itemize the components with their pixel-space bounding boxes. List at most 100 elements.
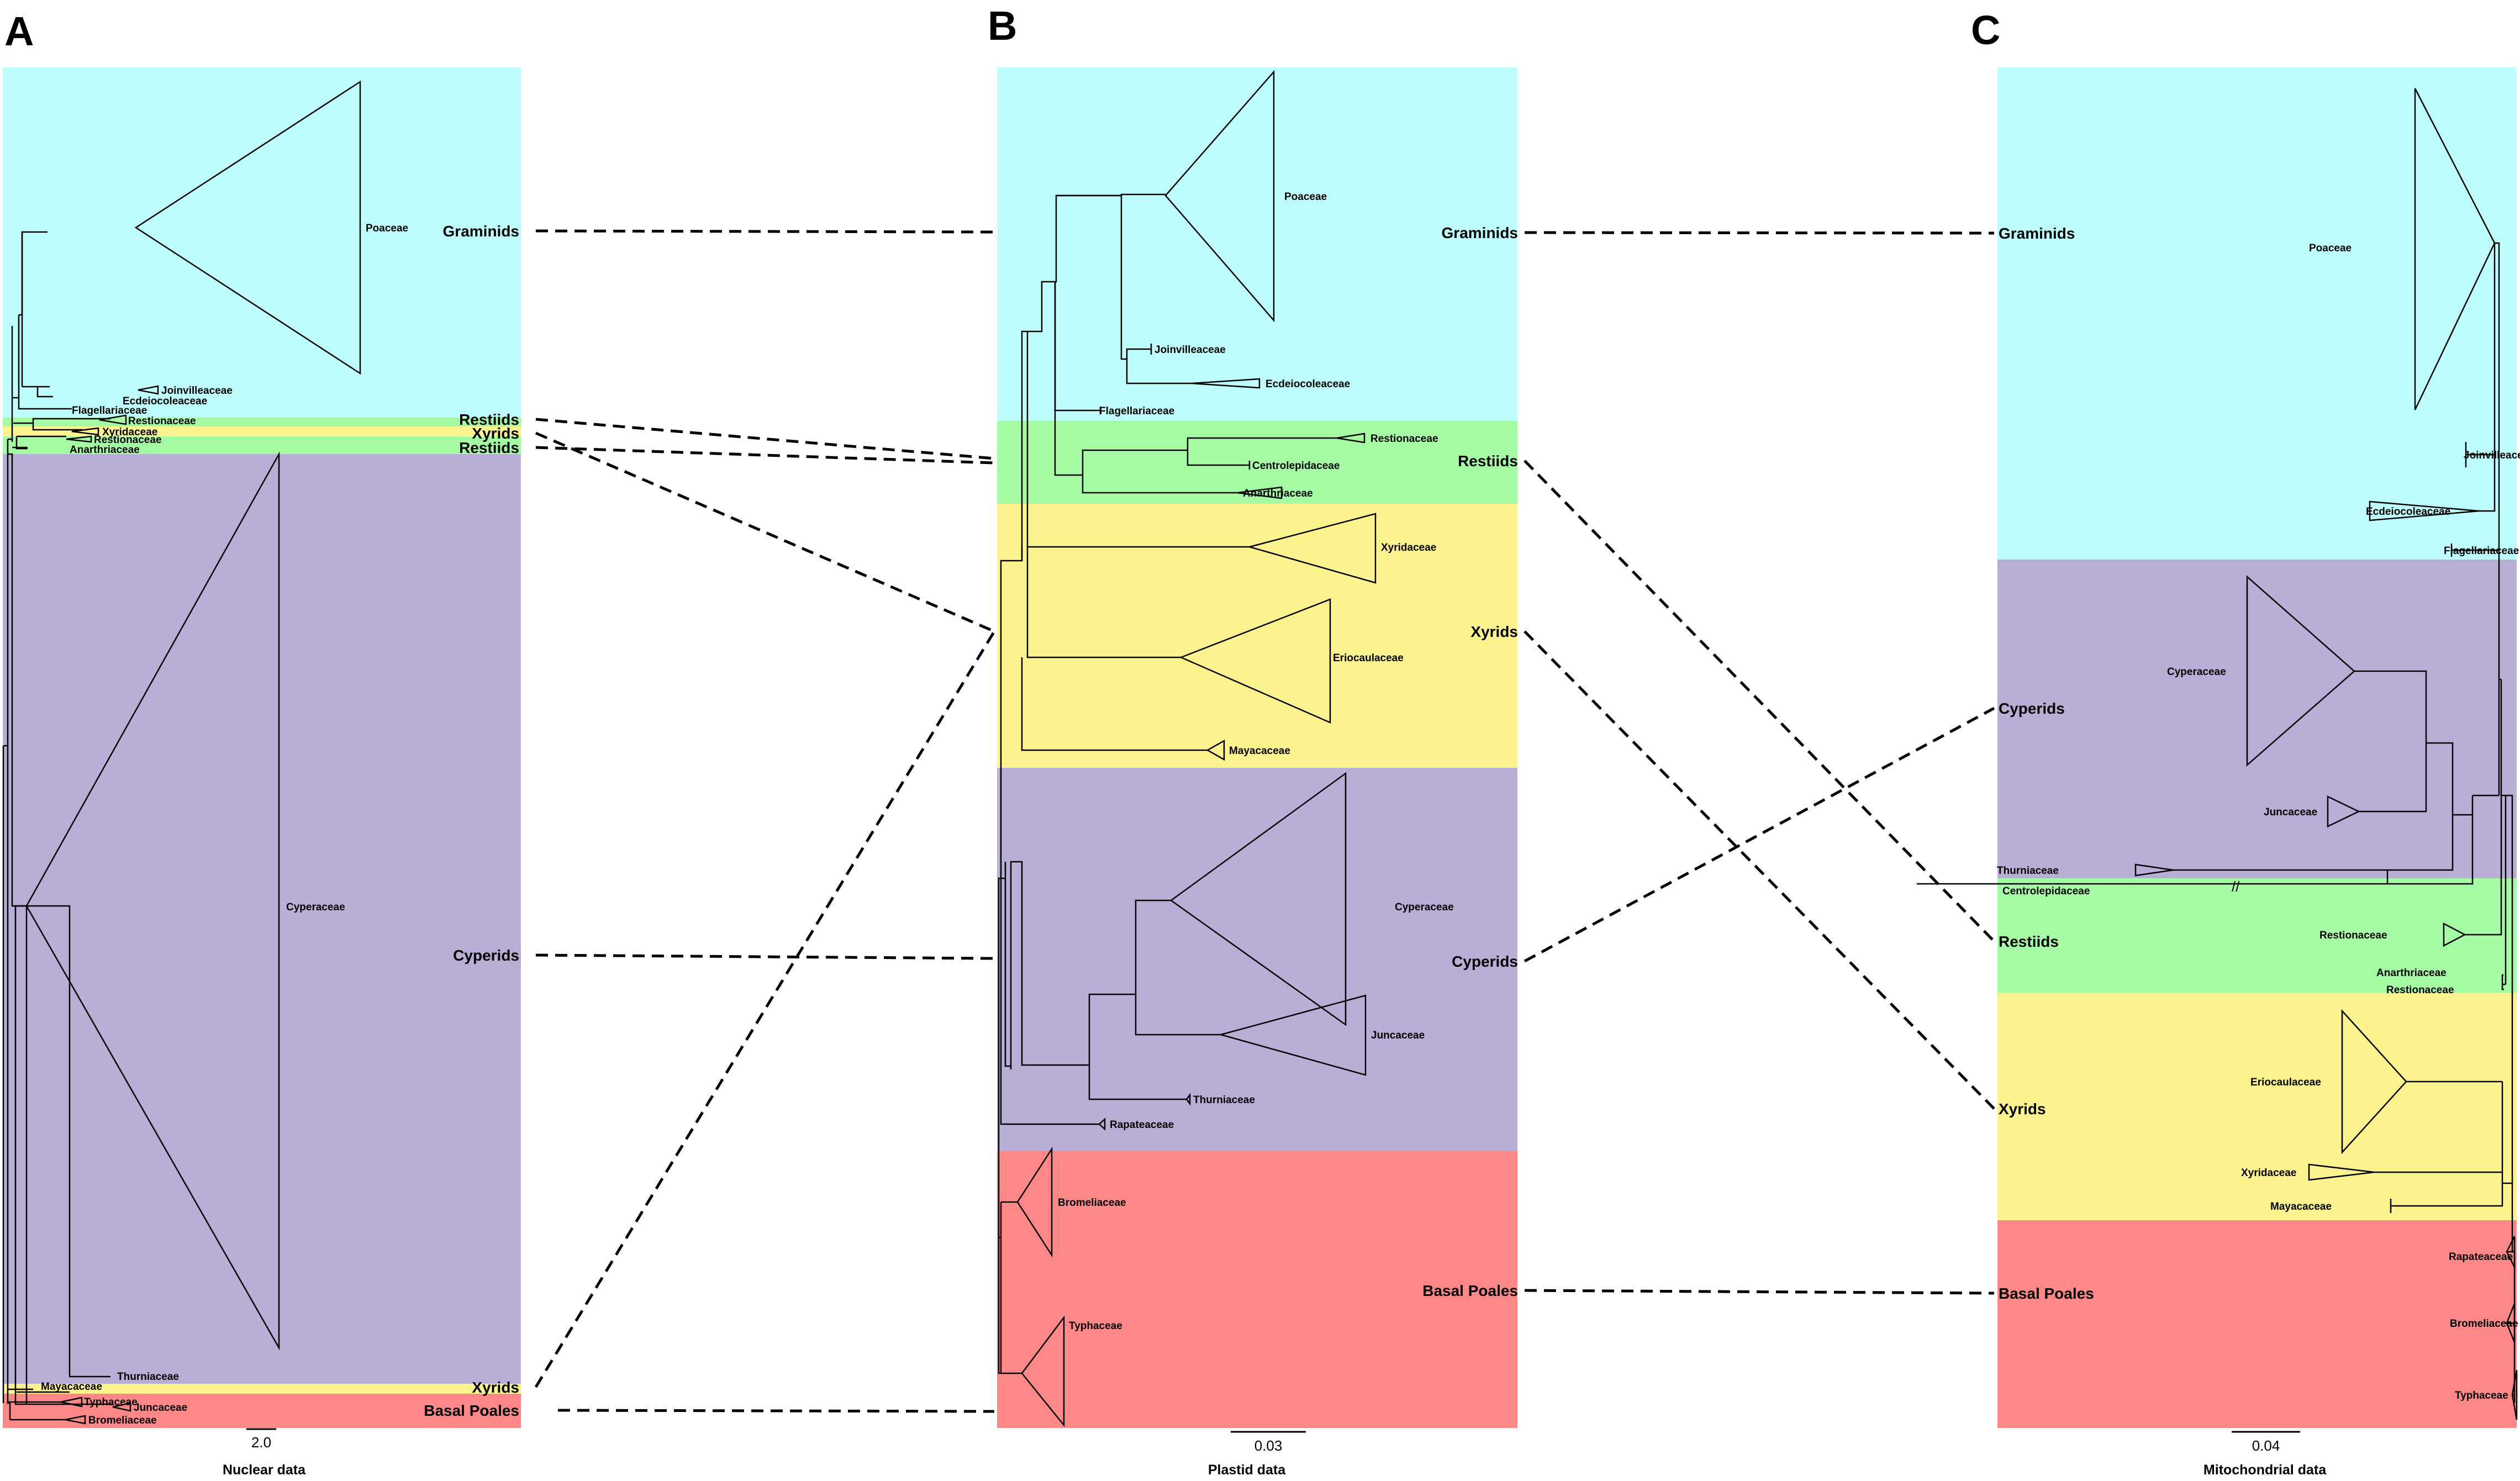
- band-restiids: [1997, 878, 2517, 993]
- clade-triangle: [1164, 70, 1275, 323]
- tree-branch: [13, 418, 110, 450]
- tree-branch: [1000, 861, 1099, 1125]
- taxon-label-typhaceae: Typhaceae: [1069, 1320, 1122, 1332]
- clade-triangle: [2506, 1303, 2516, 1343]
- group-label-basal-poales: Basal Poales: [1999, 1285, 2094, 1302]
- tree-branch: [2507, 1183, 2516, 1403]
- clade-triangle: [1336, 433, 1366, 444]
- long-branch-mark: //: [2232, 878, 2240, 895]
- taxon-label-thurniaceae: Thurniaceae: [1997, 865, 2059, 877]
- taxon-label-ecdeiocoleaceae: Ecdeiocoleaceae: [2366, 506, 2450, 518]
- group-label-xyrids: Xyrids: [472, 425, 519, 442]
- panel-b-taxa: PoaceaeJoinvilleaceaeEcdeiocoleaceaeFlag…: [1058, 191, 1454, 1332]
- clade-triangle: [2414, 88, 2496, 410]
- tree-branch: [2472, 575, 2501, 797]
- panel-c-tree: //: [1917, 88, 2518, 1420]
- band-cyperids: [1997, 560, 2517, 878]
- panel-c-taxa: PoaceaeJoinvilleaceaeEcdeiocoleaceaeFlag…: [1997, 243, 2520, 1401]
- group-label-xyrids: Xyrids: [1470, 623, 1518, 640]
- group-label-graminids: Graminids: [1999, 225, 2075, 242]
- taxon-label-eriocaulaceae: Eriocaulaceae: [1333, 652, 1404, 664]
- tree-branch: [2, 439, 11, 1420]
- panel-a-title: Nuclear data: [223, 1462, 306, 1478]
- link-restiids-a-b: [535, 418, 995, 460]
- taxon-label-cyperaceae: Cyperaceae: [1395, 902, 1454, 913]
- tree-branch: [8, 1388, 65, 1421]
- taxon-label-restionaceae: Restionaceae: [128, 415, 196, 427]
- taxon-label-thurniaceae: Thurniaceae: [117, 1371, 179, 1383]
- taxon-label-bromeliaceae: Bromeliaceae: [2450, 1318, 2518, 1330]
- clade-triangle: [1098, 1118, 1106, 1131]
- group-label-xyrids: Xyrids: [1999, 1100, 2046, 1118]
- clade-triangle: [1206, 739, 1225, 761]
- clade-triangle: [1016, 1146, 1053, 1258]
- taxon-label-anarthriaceae: Anarthriaceae: [70, 444, 140, 456]
- scalebar-label: 0.03: [1254, 1437, 1283, 1454]
- tree-branch: [998, 877, 1022, 1374]
- clade-triangle: [2443, 922, 2466, 947]
- panel-b-bands: [997, 67, 1517, 1428]
- band-xyrids: [997, 504, 1517, 768]
- clade-triangle: [2327, 795, 2360, 828]
- group-label-basal-poales: Basal Poales: [424, 1402, 519, 1419]
- taxon-label-juncaceae: Juncaceae: [2264, 807, 2317, 818]
- band-graminids: [997, 67, 1517, 421]
- group-label-restiids: Restiids: [1999, 933, 2059, 950]
- tree-branch: [2465, 679, 2506, 936]
- group-label-restiids: Restiids: [459, 411, 519, 428]
- clade-triangle: [99, 414, 127, 425]
- panel-c-scalebar: 0.04: [2232, 1431, 2300, 1454]
- taxon-label-joinvilleaceae: Joinvilleaceae: [2464, 450, 2520, 461]
- clade-triangle: [1021, 1315, 1065, 1427]
- panel-c-letter: C: [1971, 7, 2000, 53]
- clade-triangle: [1179, 598, 1331, 724]
- clade-triangle: [2506, 1236, 2516, 1268]
- taxon-label-flagellariaceae: Flagellariaceae: [72, 405, 147, 417]
- tree-branch: [1000, 330, 1250, 878]
- taxon-label-mayacaceae: Mayacaceae: [41, 1381, 102, 1393]
- taxon-label-xyridaceae: Xyridaceae: [2241, 1167, 2296, 1179]
- link-xyrids2-a-b: [534, 630, 996, 1388]
- taxon-label-restionaceae: Restionaceae: [1370, 433, 1438, 445]
- band-restiids: [3, 418, 521, 426]
- clade-triangle: [25, 451, 280, 1351]
- clade-triangle: [65, 1415, 86, 1425]
- clade-triangle: [1169, 772, 1347, 1026]
- taxon-label-typhaceae: Typhaceae: [2455, 1390, 2508, 1401]
- taxon-label-rapateaceae: Rapateaceae: [2449, 1251, 2513, 1263]
- tree-branch: [2452, 242, 2500, 575]
- taxon-label-joinvilleaceae: Joinvilleaceae: [161, 385, 233, 397]
- panel-b-tree: [998, 70, 1377, 1427]
- clade-triangle: [138, 385, 159, 395]
- taxon-label-xyridaceae: Xyridaceae: [102, 426, 157, 438]
- tree-branch: [1010, 899, 1221, 1100]
- taxon-label-rapateaceae: Rapateaceae: [1110, 1119, 1174, 1131]
- link-basal-b-c: [1524, 1289, 1995, 1295]
- link-basal-a-b: [557, 1409, 995, 1413]
- scalebar-label: 0.04: [2252, 1437, 2280, 1454]
- panel-c-bands: [1997, 67, 2517, 1428]
- band-graminids: [1997, 67, 2517, 560]
- group-label-restiids: Restiids: [459, 439, 519, 456]
- taxon-label-cyperaceae: Cyperaceae: [286, 902, 345, 913]
- clade-triangle: [1192, 378, 1261, 389]
- band-xyrids: [1997, 993, 2517, 1220]
- clade-triangle: [2511, 1369, 2518, 1420]
- scalebar-label: 2.0: [251, 1434, 271, 1451]
- taxon-label-bromeliaceae: Bromeliaceae: [88, 1415, 157, 1426]
- band-basal-poales: [997, 1151, 1517, 1428]
- link-cyperids-a-b: [535, 953, 995, 960]
- clade-triangle: [2308, 1163, 2375, 1181]
- link-graminids-a-b: [535, 229, 995, 234]
- panel-a-scalebar: 2.0: [246, 1428, 276, 1451]
- link-xyrids-a-b: [535, 431, 995, 633]
- band-cyperids: [997, 768, 1517, 1151]
- clade-triangle: [1247, 513, 1377, 584]
- taxon-label-bromeliaceae: Bromeliaceae: [1058, 1197, 1126, 1209]
- group-label-graminids: Graminids: [1442, 224, 1518, 241]
- taxon-label-xyridaceae: Xyridaceae: [1381, 542, 1436, 554]
- clade-triangle: [60, 1396, 83, 1408]
- clade-triangle: [134, 80, 361, 375]
